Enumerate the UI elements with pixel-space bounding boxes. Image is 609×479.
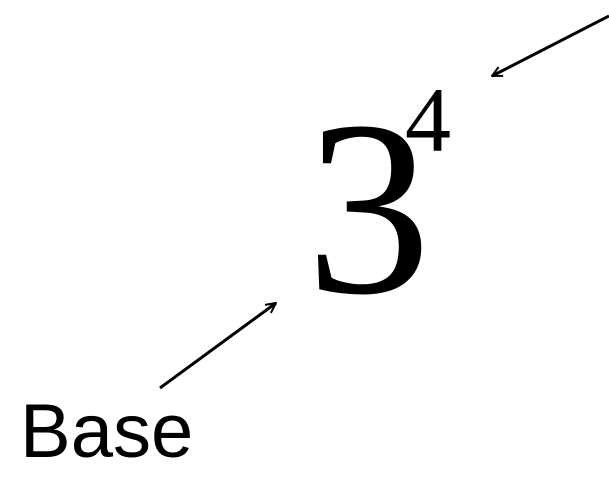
base-label: Base: [20, 389, 194, 474]
base-number: 3: [306, 70, 431, 347]
exponent-number: 4: [405, 69, 451, 171]
base-arrow: [159, 303, 276, 390]
exponent-arrow: [492, 14, 609, 78]
